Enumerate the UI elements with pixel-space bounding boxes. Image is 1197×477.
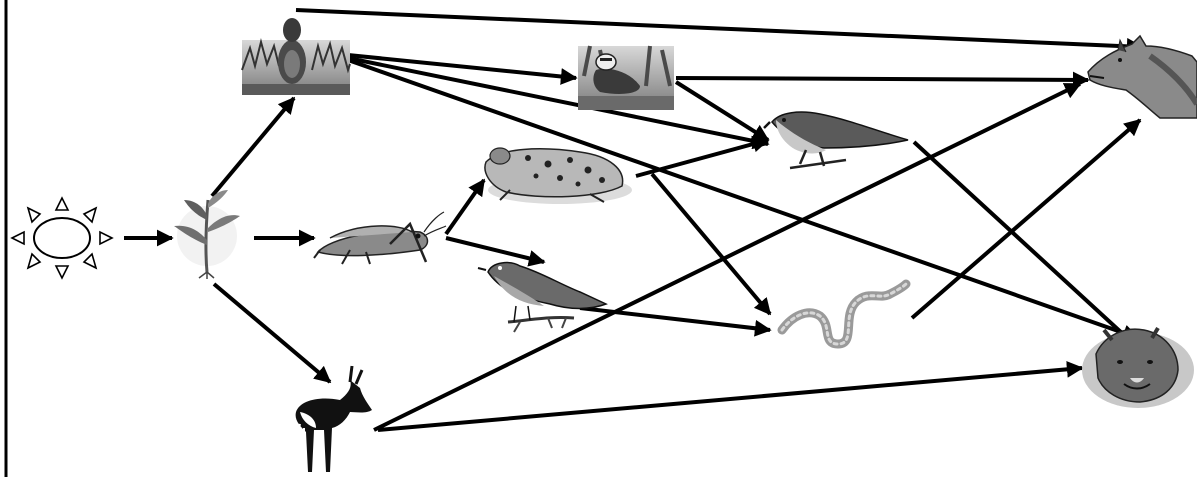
sun-icon (10, 196, 114, 280)
arrow-robin-to-snake (579, 306, 772, 337)
plant-icon (174, 190, 240, 279)
wolf-icon (1087, 34, 1197, 119)
arrow-prairie-dog-to-cougar (347, 58, 1140, 341)
arrow-prairie-dog-to-ferret (347, 53, 578, 85)
arrow-frog-to-hawk (635, 135, 770, 178)
grasshopper-icon (313, 211, 447, 265)
arrow-plant-to-pronghorn (212, 282, 332, 384)
arrow-snake-to-wolf (910, 118, 1142, 320)
cougar-icon (1082, 326, 1194, 408)
ferret-icon (578, 45, 674, 110)
arrow-frog-to-snake (650, 172, 772, 316)
links-layer (124, 8, 1144, 432)
arrow-grasshopper-to-frog (444, 178, 486, 236)
arrow-grasshopper-to-robin (445, 236, 546, 267)
hawk-icon (763, 111, 909, 170)
pronghorn-icon (295, 365, 372, 472)
arrow-ferret-to-hawk (674, 80, 770, 142)
arrow-pronghorn-to-cougar (377, 360, 1084, 432)
arrow-prairie-dog-to-hawk (347, 56, 770, 150)
arrow-plant-to-prairie-dog (210, 96, 296, 198)
snake-icon (777, 279, 911, 349)
arrow-ferret-to-wolf (675, 71, 1090, 89)
prairie-dog-icon (241, 18, 351, 95)
arrow-pronghorn-to-wolf (373, 82, 1082, 432)
robin-icon (477, 261, 608, 333)
arrow-prairie-dog-to-wolf (295, 8, 1144, 55)
arrow-hawk-to-cougar (912, 140, 1138, 348)
frog-icon (484, 147, 632, 204)
